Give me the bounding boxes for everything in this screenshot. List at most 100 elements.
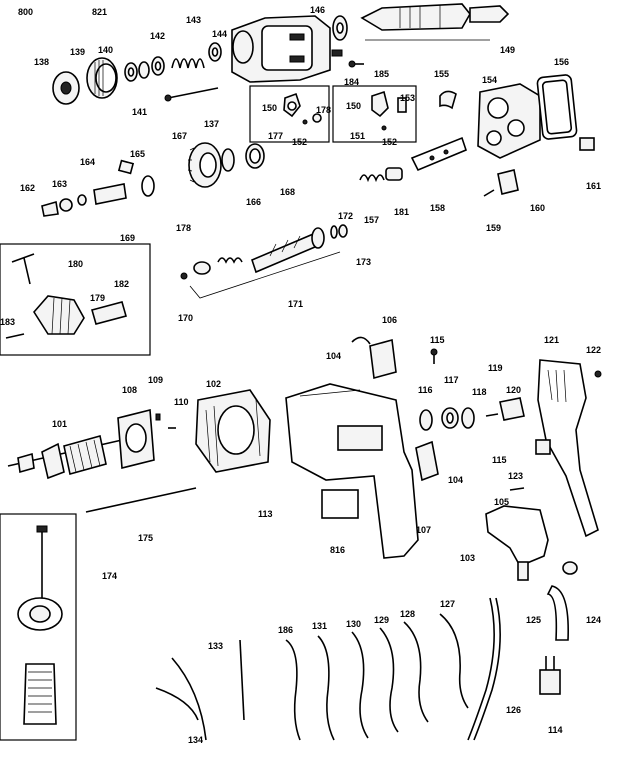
part-109-screw xyxy=(155,413,161,421)
callout-label-170: 170 xyxy=(178,313,193,323)
callout-label-159: 159 xyxy=(486,223,501,233)
callout-label-114: 114 xyxy=(548,725,563,735)
callout-label-117: 117 xyxy=(444,375,459,385)
part-118-washer xyxy=(461,407,475,429)
callout-label-816: 816 xyxy=(330,545,345,555)
callout-label-141: 141 xyxy=(132,107,147,117)
part-121-handle-half xyxy=(537,359,599,538)
callout-label-180: 180 xyxy=(68,259,83,269)
callout-label-185: 185 xyxy=(374,69,389,79)
callout-label-175: 175 xyxy=(138,533,153,543)
callout-label-156: 156 xyxy=(554,57,569,67)
callout-label-104: 104 xyxy=(326,351,341,361)
part-142-washer xyxy=(151,56,165,76)
part-140-washer xyxy=(124,62,138,82)
callout-label-120: 120 xyxy=(506,385,521,395)
callout-label-133: 133 xyxy=(208,641,223,651)
part-105-screw xyxy=(509,487,525,491)
part-179-keyed-chuck xyxy=(33,295,85,335)
callout-label-150: 150 xyxy=(262,103,277,113)
part-180-chuck-key xyxy=(11,253,35,285)
callout-label-178: 178 xyxy=(176,223,191,233)
callout-label-182: 182 xyxy=(114,279,129,289)
callout-label-146: 146 xyxy=(310,5,325,15)
callout-label-164: 164 xyxy=(80,157,95,167)
callout-label-121: 121 xyxy=(544,335,559,345)
callout-label-168: 168 xyxy=(280,187,295,197)
callout-label-105: 105 xyxy=(494,497,509,507)
part-104-cable-clamp xyxy=(351,336,371,345)
callout-label-119: 119 xyxy=(488,363,503,373)
part-158-slide-plate xyxy=(410,136,467,172)
callout-label-181: 181 xyxy=(394,207,409,217)
part-816-label xyxy=(321,489,359,519)
part-166-washer xyxy=(221,148,235,172)
callout-label-106: 106 xyxy=(382,315,397,325)
part-spring-set xyxy=(193,257,243,275)
callout-label-101: 101 xyxy=(52,419,67,429)
callout-label-178: 178 xyxy=(316,105,331,115)
part-155-clip xyxy=(439,90,457,110)
callout-label-172: 172 xyxy=(338,211,353,221)
callout-label-123: 123 xyxy=(508,471,523,481)
part-126-power-cord xyxy=(467,597,501,741)
callout-label-186: 186 xyxy=(278,625,293,635)
part-114-terminal xyxy=(539,656,561,695)
part-174-side-handle xyxy=(17,525,63,725)
callout-label-125: 125 xyxy=(526,615,541,625)
callout-label-162: 162 xyxy=(20,183,35,193)
part-173-ring xyxy=(338,224,348,238)
callout-label-138: 138 xyxy=(34,57,49,67)
callout-label-118: 118 xyxy=(472,387,487,397)
callout-label-157: 157 xyxy=(364,215,379,225)
part-108-brush-holder xyxy=(117,408,155,470)
callout-label-126: 126 xyxy=(506,705,521,715)
part-115-screw xyxy=(430,348,438,364)
callout-label-109: 109 xyxy=(148,375,163,385)
callout-label-122: 122 xyxy=(586,345,601,355)
part-113-motor-housing xyxy=(285,383,419,559)
callout-label-143: 143 xyxy=(186,15,201,25)
part-184-screw xyxy=(331,49,343,57)
part-160-knob xyxy=(497,169,519,195)
part-101-armature xyxy=(7,435,123,480)
callout-label-152: 152 xyxy=(382,137,397,147)
callout-label-167: 167 xyxy=(172,131,187,141)
part-137-pin xyxy=(164,87,219,102)
callout-label-800: 800 xyxy=(18,7,33,17)
part-armature-shaft xyxy=(251,227,325,274)
part-154-gear-case xyxy=(477,83,541,159)
callout-label-173: 173 xyxy=(356,257,371,267)
part-133-wire xyxy=(239,639,245,721)
part-125-cable-guard xyxy=(546,585,569,641)
part-185-screw xyxy=(348,60,364,68)
part-117-ring xyxy=(441,407,459,429)
part-128-lead xyxy=(403,621,429,723)
callout-label-152: 152 xyxy=(292,137,307,147)
part-165-nut xyxy=(117,159,135,175)
part-switch-lever-b xyxy=(371,90,407,131)
callout-label-821: 821 xyxy=(92,7,107,17)
part-163-bushing xyxy=(59,198,73,212)
part-156-gasket xyxy=(536,74,578,140)
part-162-pin xyxy=(41,200,59,217)
part-gear-housing xyxy=(231,15,331,83)
callout-label-130: 130 xyxy=(346,619,361,629)
callout-label-174: 174 xyxy=(102,571,117,581)
part-107-cable-clamp xyxy=(415,440,439,482)
part-119-screw xyxy=(485,413,499,417)
callout-label-140: 140 xyxy=(98,45,113,55)
callout-label-113: 113 xyxy=(258,509,273,519)
part-161-pad xyxy=(579,137,595,151)
part-168-ring xyxy=(245,143,265,169)
callout-label-179: 179 xyxy=(90,293,105,303)
callout-label-151: 151 xyxy=(350,131,365,141)
part-175-depth-rod xyxy=(85,487,197,513)
part-103-handle-cover xyxy=(485,505,549,581)
callout-label-139: 139 xyxy=(70,47,85,57)
part-122-screw xyxy=(594,370,602,378)
part-139-clutch-sleeve xyxy=(86,57,118,99)
part-127-lead xyxy=(439,613,469,709)
